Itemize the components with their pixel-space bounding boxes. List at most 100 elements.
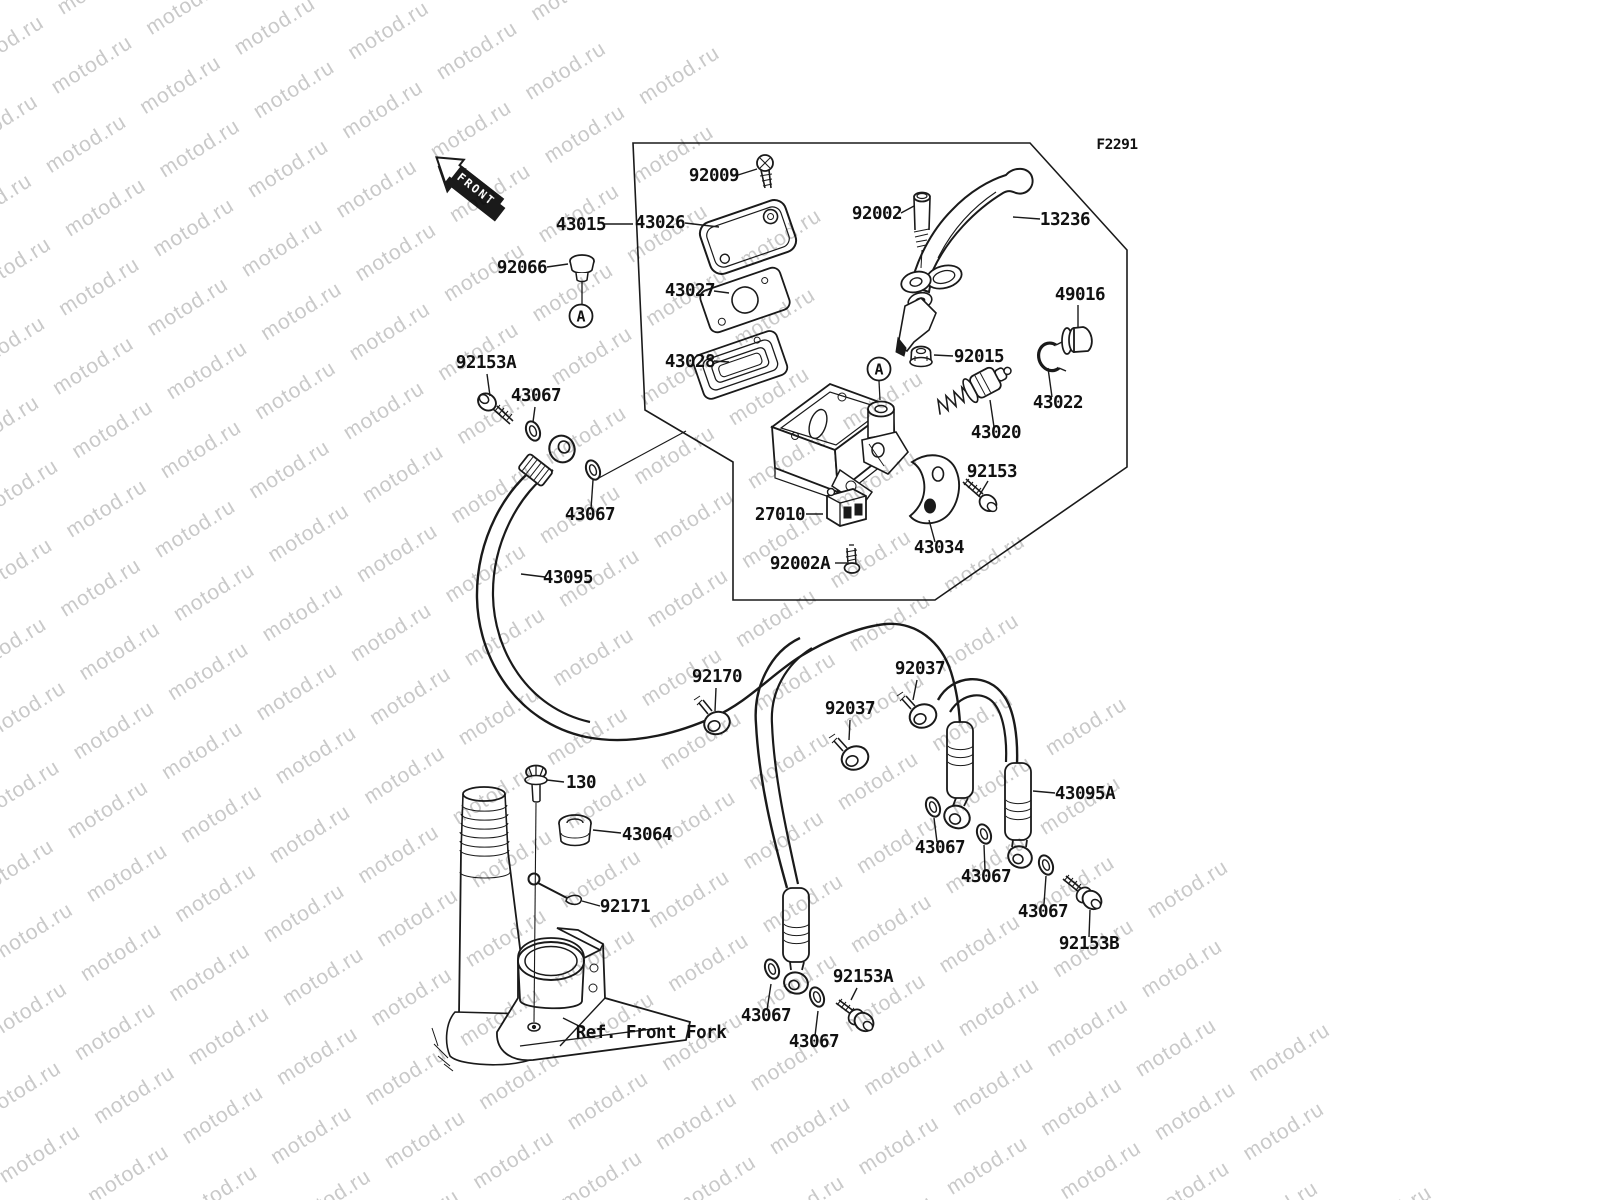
bolt-130-projection-line	[533, 802, 537, 1023]
ref-front-fork-leader	[562, 1017, 586, 1030]
brake-hose-lower-left	[754, 636, 813, 889]
part-92009-label: 92009	[689, 166, 739, 186]
banjo-boss	[831, 400, 909, 508]
pivot-bolt-92002	[913, 191, 931, 269]
attachment-construction-line	[596, 430, 687, 480]
part-43028-label: 43028	[665, 352, 715, 372]
part-92009-leader	[737, 168, 758, 176]
part-92153-leader	[978, 480, 989, 497]
brake-switch-27010	[826, 487, 867, 527]
part-92002a-label: 92002A	[770, 554, 831, 574]
part-43067-1-label: 43067	[511, 386, 561, 406]
brake-lever-13236	[895, 167, 1034, 357]
part-43067-7-leader	[814, 1010, 819, 1037]
part-43067-5-leader	[1043, 875, 1047, 905]
part-130-leader	[546, 779, 565, 783]
detail-marker-circle	[866, 356, 892, 382]
part-43067-3-label: 43067	[915, 838, 965, 858]
part-13236-label: 13236	[1040, 210, 1090, 230]
part-27010-label: 27010	[755, 505, 805, 525]
reservoir-cap-43026	[698, 199, 798, 275]
part-43034-label: 43034	[914, 538, 964, 558]
diaphragm-43028	[692, 330, 789, 400]
part-43095-label: 43095	[543, 568, 593, 588]
part-43020-leader	[989, 399, 995, 428]
boot-49016	[1061, 326, 1093, 355]
part-43067-1-leader	[532, 406, 536, 423]
part-43020-label: 43020	[971, 423, 1021, 443]
hose-sleeve-bottom	[782, 887, 810, 995]
part-92153b-leader	[1088, 909, 1091, 938]
part-43067-5-label: 43067	[1018, 902, 1068, 922]
part-92037-1-leader	[848, 719, 851, 741]
part-92037-1-label: 92037	[825, 699, 875, 719]
clamp-bolt-92153	[962, 478, 998, 513]
part-43067-7-label: 43067	[789, 1032, 839, 1052]
cap-screw-92009	[756, 154, 774, 189]
part-43022-leader	[1047, 367, 1053, 398]
hose-grommet-92037-left	[828, 733, 870, 771]
cap-plate-43027	[699, 266, 791, 334]
part-92153a-2-leader	[850, 987, 858, 1001]
part-92066-leader	[546, 263, 569, 268]
front-direction-arrow: FRONT	[435, 156, 506, 222]
part-43064-label: 43064	[622, 825, 672, 845]
part-92153-label: 92153	[967, 462, 1017, 482]
banjo-bolt-92153a-upper	[477, 392, 514, 425]
part-43028-leader	[713, 360, 730, 363]
ref-front-fork-label: Ref. Front Fork	[576, 1023, 728, 1043]
hose-sleeve-right	[1004, 762, 1033, 869]
part-13236-leader	[1012, 216, 1041, 220]
detail-marker-line	[878, 380, 881, 401]
detail-marker-circle	[568, 303, 594, 329]
part-43067-4-label: 43067	[961, 867, 1011, 887]
part-92066-label: 92066	[497, 258, 547, 278]
part-43067-4-leader	[983, 844, 986, 871]
part-43095a-label: 43095A	[1055, 784, 1116, 804]
part-43067-2-leader	[590, 479, 594, 510]
clip-92171	[527, 872, 583, 906]
part-43067-6-label: 43067	[741, 1006, 791, 1026]
piston-assembly-43020	[936, 366, 1012, 415]
circlip-43022	[1037, 341, 1067, 373]
hose-sleeve-middle	[943, 721, 974, 830]
part-92002-leader	[900, 205, 915, 214]
hose-grommet-92037-right	[896, 691, 938, 729]
part-43027-label: 43027	[665, 281, 715, 301]
part-43026-leader	[684, 222, 720, 228]
part-92170-label: 92170	[692, 667, 742, 687]
assembly-boundary-outline	[632, 142, 1128, 601]
banjo-bolt-92153a-bottom	[835, 998, 875, 1033]
part-92153a-1-leader	[486, 373, 491, 397]
hose-banjo-upper-left	[518, 434, 576, 487]
part-43067-3-leader	[933, 817, 938, 843]
part-92037-2-label: 92037	[895, 659, 945, 679]
part-43067-6-leader	[766, 983, 772, 1011]
hose-clamp-92170	[693, 695, 731, 736]
part-92015-leader	[933, 354, 954, 357]
code-f2291-label: F2291	[1096, 137, 1138, 153]
brake-hose-43095a	[936, 678, 1019, 765]
switch-screw-92002a	[843, 544, 861, 574]
part-43095a-leader	[1032, 790, 1056, 794]
part-43095-leader	[520, 573, 546, 578]
part-43064-leader	[592, 829, 622, 834]
part-43067-2-label: 43067	[565, 505, 615, 525]
part-92153a-2-label: 92153A	[833, 967, 894, 987]
part-92153b-label: 92153B	[1059, 934, 1119, 954]
part-92171-leader	[581, 900, 601, 907]
boot-43064	[558, 814, 592, 847]
part-92170-leader	[714, 687, 717, 712]
detail-marker-letter: A	[576, 308, 585, 326]
part-130-label: 130	[566, 773, 596, 793]
part-92153a-1-label: 92153A	[456, 353, 517, 373]
part-92002-label: 92002	[852, 204, 902, 224]
part-92015-label: 92015	[954, 347, 1004, 367]
part-92171-label: 92171	[600, 897, 650, 917]
part-43027-leader	[713, 290, 730, 294]
part-43034-leader	[928, 519, 936, 543]
banjo-bolt-92153b	[1062, 874, 1103, 911]
part-92037-2-leader	[912, 679, 918, 701]
